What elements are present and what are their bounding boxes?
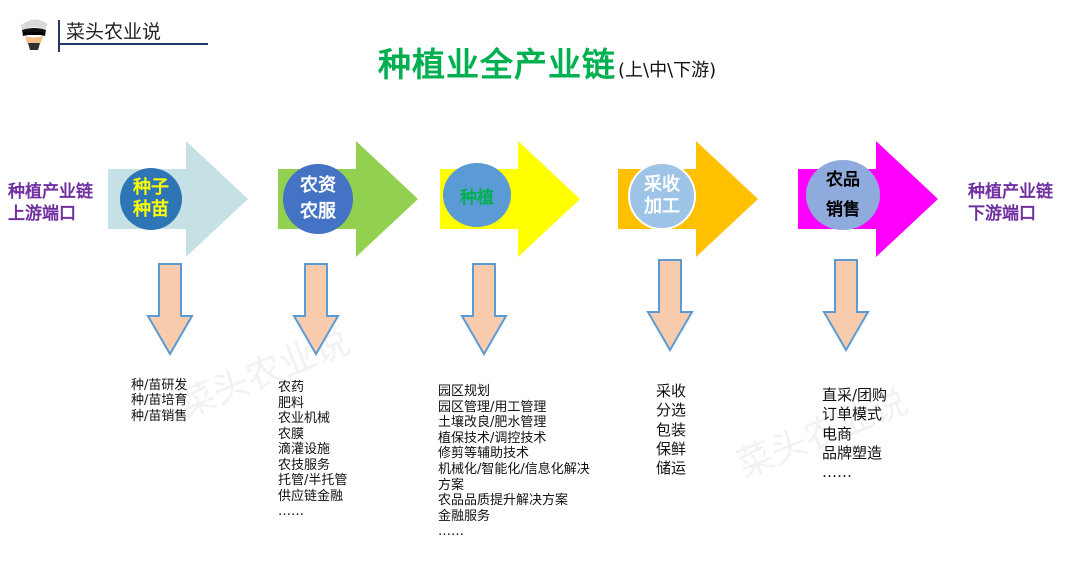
list-item: 包装 [656, 420, 687, 439]
list-item: …… [822, 463, 852, 482]
upstream-label-line2: 上游端口 [8, 204, 76, 224]
list-item: 电商 [822, 424, 853, 443]
stage-circle-harvest: 采收 加工 [628, 162, 696, 230]
list-item: 植保技术/调控技术 [438, 430, 547, 446]
list-item: 种/苗研发 [131, 378, 188, 393]
brand-name: 菜头农业说 [66, 21, 162, 43]
list-planting: 园区规划 园区管理/用工管理 土壤改良/肥水管理 植保技术/调控技术 修剪等辅助… [438, 384, 590, 540]
list-item: 直采/团购 [822, 386, 888, 404]
stage-label-line2: 加工 [644, 196, 680, 217]
down-arrow-icon [292, 263, 340, 356]
list-item: 种/苗销售 [131, 408, 188, 424]
list-item: 订单模式 [822, 405, 883, 424]
upstream-label: 种植产业链 上游端口 [8, 181, 93, 225]
list-item: 农膜 [278, 426, 305, 442]
title-main: 种植业全产业链 [378, 45, 616, 84]
downstream-label: 种植产业链 下游端口 [968, 181, 1053, 225]
list-item: 农业机械 [278, 411, 331, 426]
stage-label-line1: 种子 [133, 177, 169, 198]
list-item: 种/苗培育 [131, 393, 188, 409]
stage-label-line1: 农资 [300, 175, 336, 196]
title-sub: (上\中\下游) [618, 60, 717, 81]
down-arrow-icon [646, 259, 694, 352]
stage-circle-sales: 农品 销售 [806, 160, 880, 230]
brand-underline [58, 43, 208, 45]
down-arrow-icon [460, 263, 508, 356]
down-arrow-icon [146, 263, 194, 356]
list-item: 供应链金融 [278, 488, 344, 504]
list-item: 农技服务 [278, 457, 331, 473]
stage-circle-planting: 种植 [443, 163, 511, 227]
list-item: 分选 [656, 401, 687, 420]
list-item: 方案 [438, 477, 465, 493]
list-item: 储运 [656, 459, 687, 478]
list-item: 园区规划 [438, 384, 491, 399]
list-item: 土壤改良/肥水管理 [438, 415, 547, 431]
list-item: 农药 [278, 380, 305, 395]
list-item: 托管/半托管 [278, 473, 348, 488]
stage-label-line1: 农品 [826, 170, 860, 190]
list-item: 园区管理/用工管理 [438, 399, 547, 415]
list-sales: 直采/团购 订单模式 电商 品牌塑造 …… [822, 386, 887, 482]
stage-label-line1: 采收 [644, 174, 680, 195]
stage-label-line2: 农服 [300, 201, 336, 222]
list-item: …… [278, 504, 304, 519]
brand-divider [58, 20, 60, 52]
brand-logo-icon [14, 12, 54, 52]
stage-label-line2: 种苗 [133, 199, 169, 220]
list-item: 肥料 [278, 395, 305, 411]
list-item: 保鲜 [656, 439, 687, 458]
list-item: …… [438, 524, 464, 540]
list-item: 农品品质提升解决方案 [438, 493, 569, 509]
stage-circle-seed: 种子 种苗 [120, 168, 182, 230]
downstream-label-line2: 下游端口 [968, 204, 1036, 224]
list-seed: 种/苗研发 种/苗培育 种/苗销售 [131, 378, 187, 424]
upstream-label-line1: 种植产业链 [8, 182, 93, 202]
list-item: 机械化/智能化/信息化解决 [438, 461, 590, 477]
stage-label-line2: 销售 [826, 200, 860, 220]
downstream-label-line1: 种植产业链 [968, 182, 1053, 202]
stage-circle-agri-input: 农资 农服 [283, 164, 353, 234]
list-item: 修剪等辅助技术 [438, 446, 530, 462]
list-harvest: 采收 分选 包装 保鲜 储运 [656, 382, 686, 478]
stage-label-line1: 种植 [460, 187, 494, 208]
list-item: 采收 [656, 382, 687, 400]
down-arrow-icon [822, 259, 870, 352]
list-item: 滴灌设施 [278, 442, 331, 457]
page-title: 种植业全产业链(上\中\下游) [378, 38, 716, 86]
list-agri-input: 农药 肥料 农业机械 农膜 滴灌设施 农技服务 托管/半托管 供应链金融 …… [278, 380, 347, 520]
list-item: 品牌塑造 [822, 443, 883, 462]
list-item: 金融服务 [438, 508, 491, 524]
